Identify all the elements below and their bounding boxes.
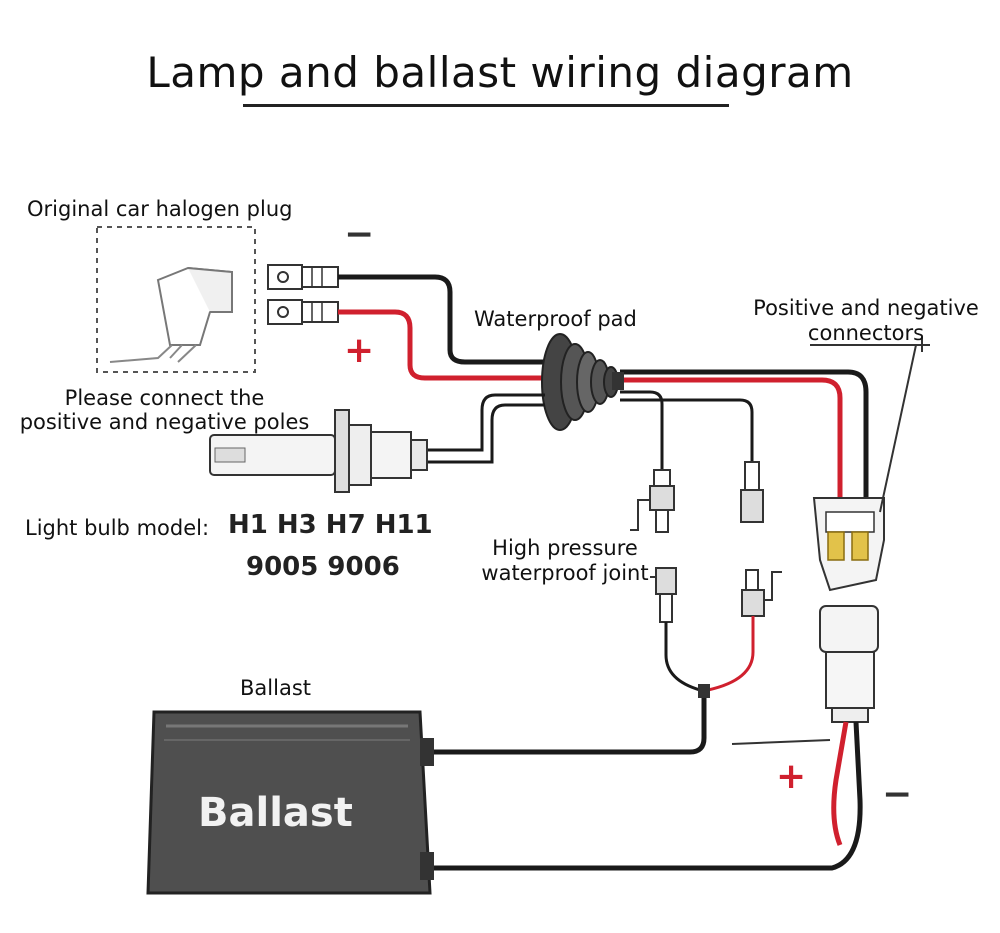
wire-splice (698, 684, 710, 698)
ballast-output-cable (428, 698, 707, 755)
hp-wire-right-lower (707, 616, 755, 692)
bulb-models-row2: 9005 9006 (246, 552, 400, 582)
hp-wire-right-upper (620, 398, 754, 462)
negative-wire-ballast (428, 721, 863, 871)
positive-sign-bottom: + (776, 756, 807, 797)
hp-wire-left-upper (620, 390, 664, 470)
positive-spade-terminal (267, 299, 339, 325)
hp-wire-left-lower (664, 622, 701, 692)
hp-connector-lower-left (655, 567, 677, 623)
halogen-plug-box (96, 226, 256, 373)
title-underline (243, 104, 729, 107)
pn-connector-housing-lower (819, 605, 879, 723)
bulb-wire-b (425, 403, 545, 464)
ballast-box-text: Ballast (198, 790, 353, 836)
negative-wire-main (338, 274, 869, 498)
bulb-model-prefix: Light bulb model: (25, 516, 210, 540)
connect-poles-label-line2: positive and negative poles (19, 410, 310, 434)
hp-joint-label-line2: waterproof joint (481, 561, 649, 585)
halogen-plug-label: Original car halogen plug (27, 197, 293, 221)
pointer-line-lower (731, 739, 831, 745)
pn-connectors-label-line2: connectors (807, 321, 925, 345)
hid-bulb-icon (209, 409, 428, 493)
waterproof-pad-label: Waterproof pad (474, 307, 637, 331)
hp-joint-label-line1: High pressure (492, 536, 638, 560)
pn-connector-housing-upper (812, 497, 885, 592)
positive-wire-ballast (831, 721, 849, 846)
positive-wire-main (338, 309, 843, 498)
hp-connector-lower-right (741, 569, 782, 617)
waterproof-pad-icon (541, 333, 624, 431)
bulb-models-row1: H1 H3 H7 H11 (228, 510, 433, 540)
page-title: Lamp and ballast wiring diagram (146, 48, 854, 97)
ballast-label: Ballast (240, 676, 311, 700)
hp-connector-upper-left (630, 469, 675, 533)
positive-sign-top: + (344, 330, 375, 371)
pn-connectors-label-line1: Positive and negative (753, 296, 979, 320)
bulb-wire-a (425, 393, 545, 452)
negative-spade-terminal (267, 264, 339, 290)
negative-sign-top: − (344, 214, 375, 255)
connect-poles-label-line1: Please connect the (64, 386, 265, 410)
ballast-box (146, 710, 434, 895)
hp-connector-upper-right (740, 461, 764, 523)
negative-sign-bottom: − (882, 774, 913, 815)
